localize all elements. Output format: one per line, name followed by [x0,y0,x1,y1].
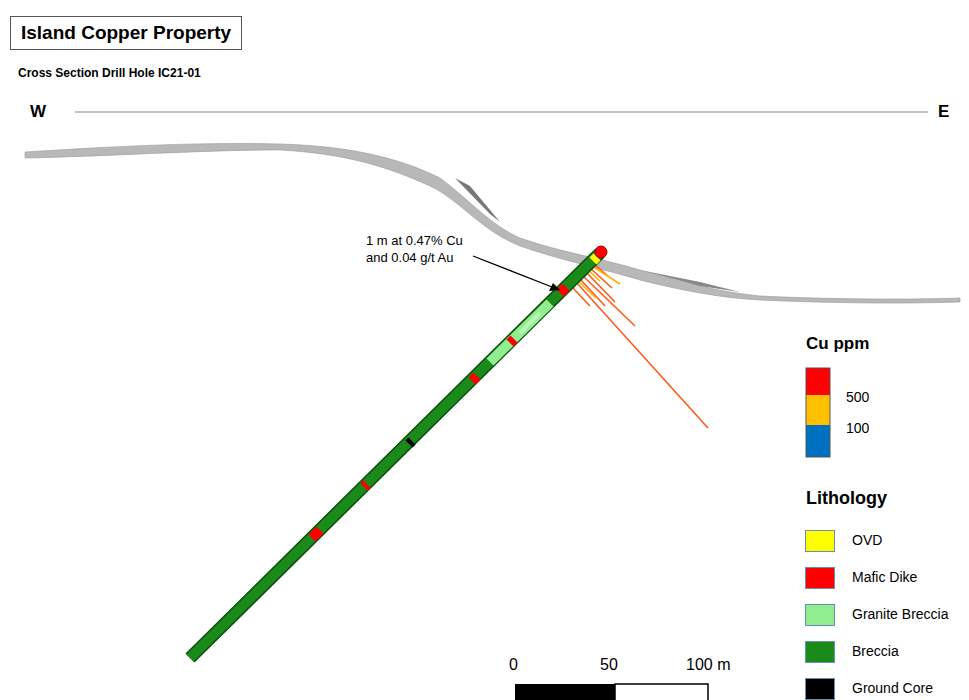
subtitle: Cross Section Drill Hole IC21-01 [18,66,201,80]
color-bar [806,368,830,395]
assay-callout: 1 m at 0.47% Cu and 0.04 g/t Au [366,232,478,266]
scale-label: 100 m [686,656,730,674]
ovd-interval [593,257,597,261]
arrowhead [549,283,560,291]
legend-swatch [805,604,835,626]
legend-swatch [805,641,835,663]
topography-shadow [640,270,740,292]
scale-bar [615,684,708,700]
section-line [75,111,928,112]
legend-text: Mafic Dike [852,569,917,585]
granite-breccia-interval [520,313,540,333]
granite-breccia-interval [490,303,550,362]
legend-heading: Cu ppm [806,334,869,354]
legend-swatch [805,530,835,552]
color-bar-frame [806,368,830,457]
ground-core-interval [409,441,412,444]
topography [25,143,960,303]
leader-line [473,256,552,287]
scale-bar [515,684,615,700]
legend-swatch [805,678,835,700]
legend-heading: Lithology [806,488,887,509]
scale-label: 50 [600,656,618,674]
direction-label: E [938,102,949,122]
drill-hole [190,253,600,658]
legend-text: Breccia [852,643,899,659]
color-bar [806,425,830,457]
drill-hole-outline [190,253,600,658]
legend-text: Ground Core [852,680,933,696]
collar [595,246,607,258]
title: Island Copper Property [10,16,242,50]
scale-value: 100 [846,420,869,436]
scale-label: 0 [509,656,518,674]
direction-label: W [30,102,46,122]
legend-text: Granite Breccia [852,606,948,622]
legend-text: OVD [852,532,882,548]
color-bar [806,395,830,425]
scale-value: 500 [846,389,869,405]
mafic-dike-interval [312,287,566,538]
topography-shadow [455,178,500,222]
legend-swatch [805,567,835,589]
cu-histogram [572,264,708,428]
